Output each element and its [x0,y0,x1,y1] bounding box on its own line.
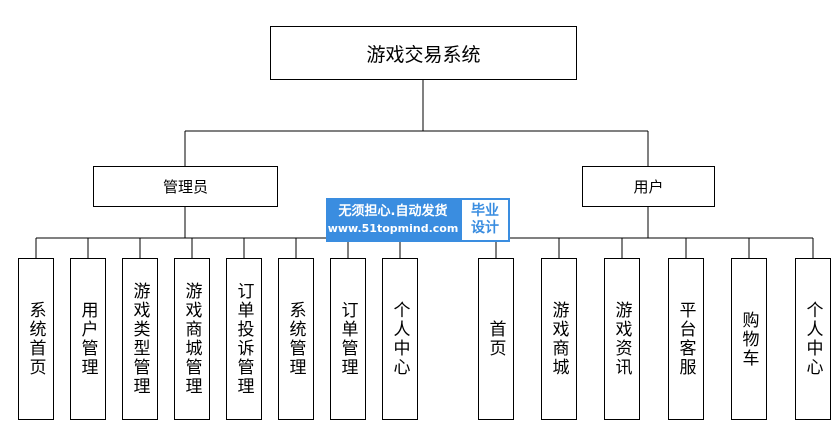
admin-child-node: 游戏商城管理 [174,258,210,420]
watermark-main: 无须担心.自动发货 www.51topmind.com [326,198,460,242]
admin-child-label: 游戏类型管理 [129,282,150,396]
admin-child-node: 系统首页 [18,258,54,420]
user-child-label: 游戏资讯 [611,301,632,377]
user-child-label: 平台客服 [675,301,696,377]
admin-child-label: 订单投诉管理 [233,282,254,396]
user-child-node: 平台客服 [668,258,704,420]
user-child-node: 个人中心 [795,258,831,420]
root-label: 游戏交易系统 [366,43,481,66]
user-child-node: 首页 [478,258,514,420]
user-child-label: 个人中心 [802,301,823,377]
branch-label-user: 用户 [633,178,664,196]
admin-child-node: 个人中心 [382,258,418,420]
branch-node-admin: 管理员 [93,166,278,207]
admin-child-node: 订单管理 [330,258,366,420]
user-child-node: 游戏商城 [541,258,577,420]
admin-child-label: 个人中心 [389,301,410,377]
admin-child-node: 系统管理 [278,258,314,420]
watermark-badge-line2: 设计 [471,220,499,236]
branch-node-user: 用户 [582,166,715,207]
admin-child-node: 用户管理 [70,258,106,420]
user-child-node: 购物车 [731,258,767,420]
user-child-label: 购物车 [738,310,759,368]
admin-child-label: 游戏商城管理 [181,282,202,396]
admin-child-node: 订单投诉管理 [226,258,262,420]
branch-label-admin: 管理员 [162,178,208,196]
watermark-badge: 毕业 设计 [460,198,510,242]
admin-child-label: 订单管理 [337,301,358,377]
admin-child-label: 系统管理 [285,301,306,377]
user-child-label: 游戏商城 [548,301,569,377]
admin-child-label: 系统首页 [25,301,46,377]
watermark-slogan: 无须担心.自动发货 [338,204,448,219]
root-node: 游戏交易系统 [270,26,577,80]
admin-child-label: 用户管理 [77,301,98,377]
user-child-node: 游戏资讯 [604,258,640,420]
watermark-url: www.51topmind.com [327,222,459,235]
admin-child-node: 游戏类型管理 [122,258,158,420]
user-child-label: 首页 [485,320,506,358]
watermark-banner: 无须担心.自动发货 www.51topmind.com 毕业 设计 [326,198,510,242]
watermark-badge-line1: 毕业 [471,203,499,219]
